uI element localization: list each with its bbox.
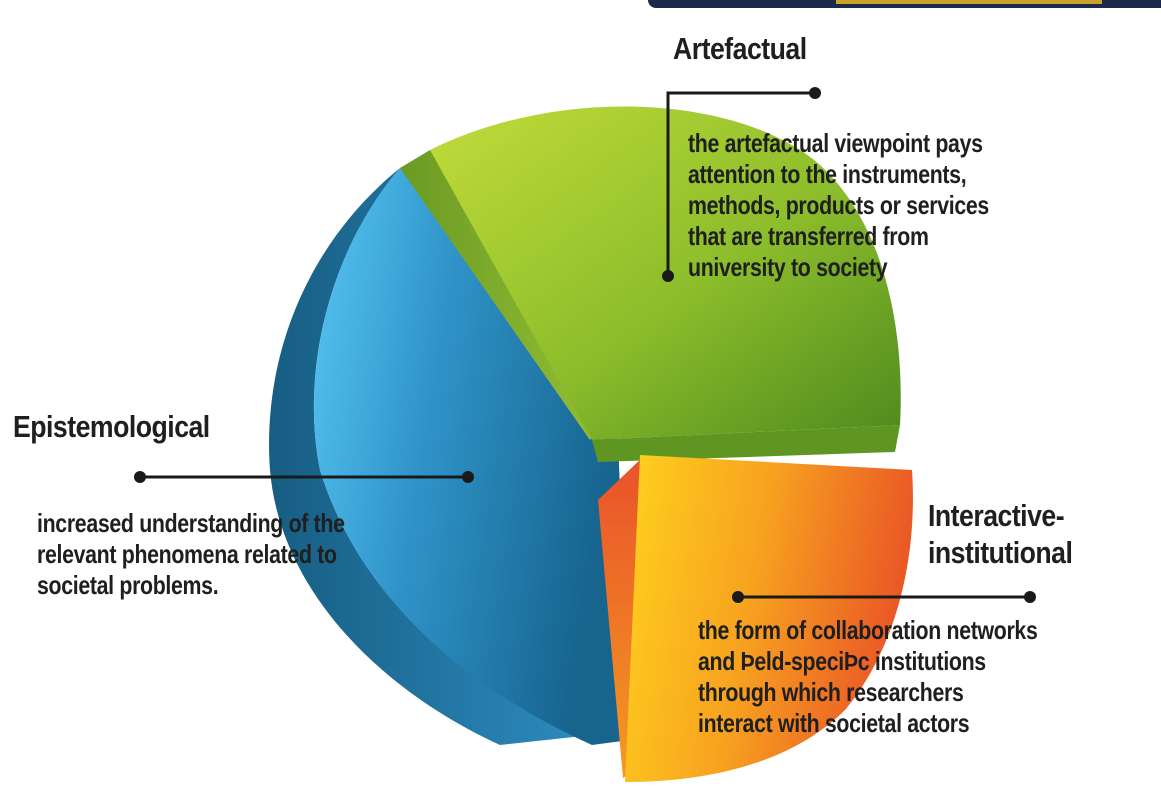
epistemological-title: Epistemological bbox=[13, 409, 210, 444]
epistemological-line: increased understanding of the bbox=[37, 508, 345, 538]
artefactual-line: the artefactual viewpoint pays bbox=[688, 128, 983, 158]
epistemological-connector bbox=[134, 471, 474, 483]
epistemological-line: societal problems. bbox=[37, 570, 219, 600]
artefactual-connector bbox=[662, 87, 821, 282]
artefactual-line: attention to the instruments, bbox=[688, 159, 967, 189]
interactive-title: Interactive- institutional bbox=[928, 497, 1073, 571]
interactive-title-line: Interactive- bbox=[928, 498, 1065, 533]
interactive-description: the form of collaboration networks and Þ… bbox=[698, 615, 1038, 739]
artefactual-line: university to society bbox=[688, 252, 888, 282]
interactive-title-line: institutional bbox=[928, 535, 1073, 570]
interactive-line: the form of collaboration networks bbox=[698, 615, 1038, 645]
slice-epistemological bbox=[313, 168, 630, 745]
slice-interactive-institutional bbox=[625, 455, 913, 782]
interactive-line: and Þeld-speciÞc institutions bbox=[698, 646, 986, 676]
epistemological-line: relevant phenomena related to bbox=[37, 539, 337, 569]
artefactual-line: that are transferred from bbox=[688, 221, 929, 251]
artefactual-line: methods, products or services bbox=[688, 190, 989, 220]
top-banner-tab bbox=[836, 0, 1102, 4]
slice-artefactual-edge bbox=[592, 425, 900, 462]
epistemological-description: increased understanding of the relevant … bbox=[37, 508, 345, 601]
top-banner bbox=[648, 0, 1161, 8]
interactive-connector bbox=[732, 591, 1036, 603]
interactive-line: interact with societal actors bbox=[698, 708, 970, 738]
artefactual-description: the artefactual viewpoint pays attention… bbox=[688, 128, 989, 283]
slice-epistemological-side bbox=[269, 168, 592, 745]
artefactual-title: Artefactual bbox=[673, 31, 807, 66]
interactive-line: through which researchers bbox=[698, 677, 964, 707]
